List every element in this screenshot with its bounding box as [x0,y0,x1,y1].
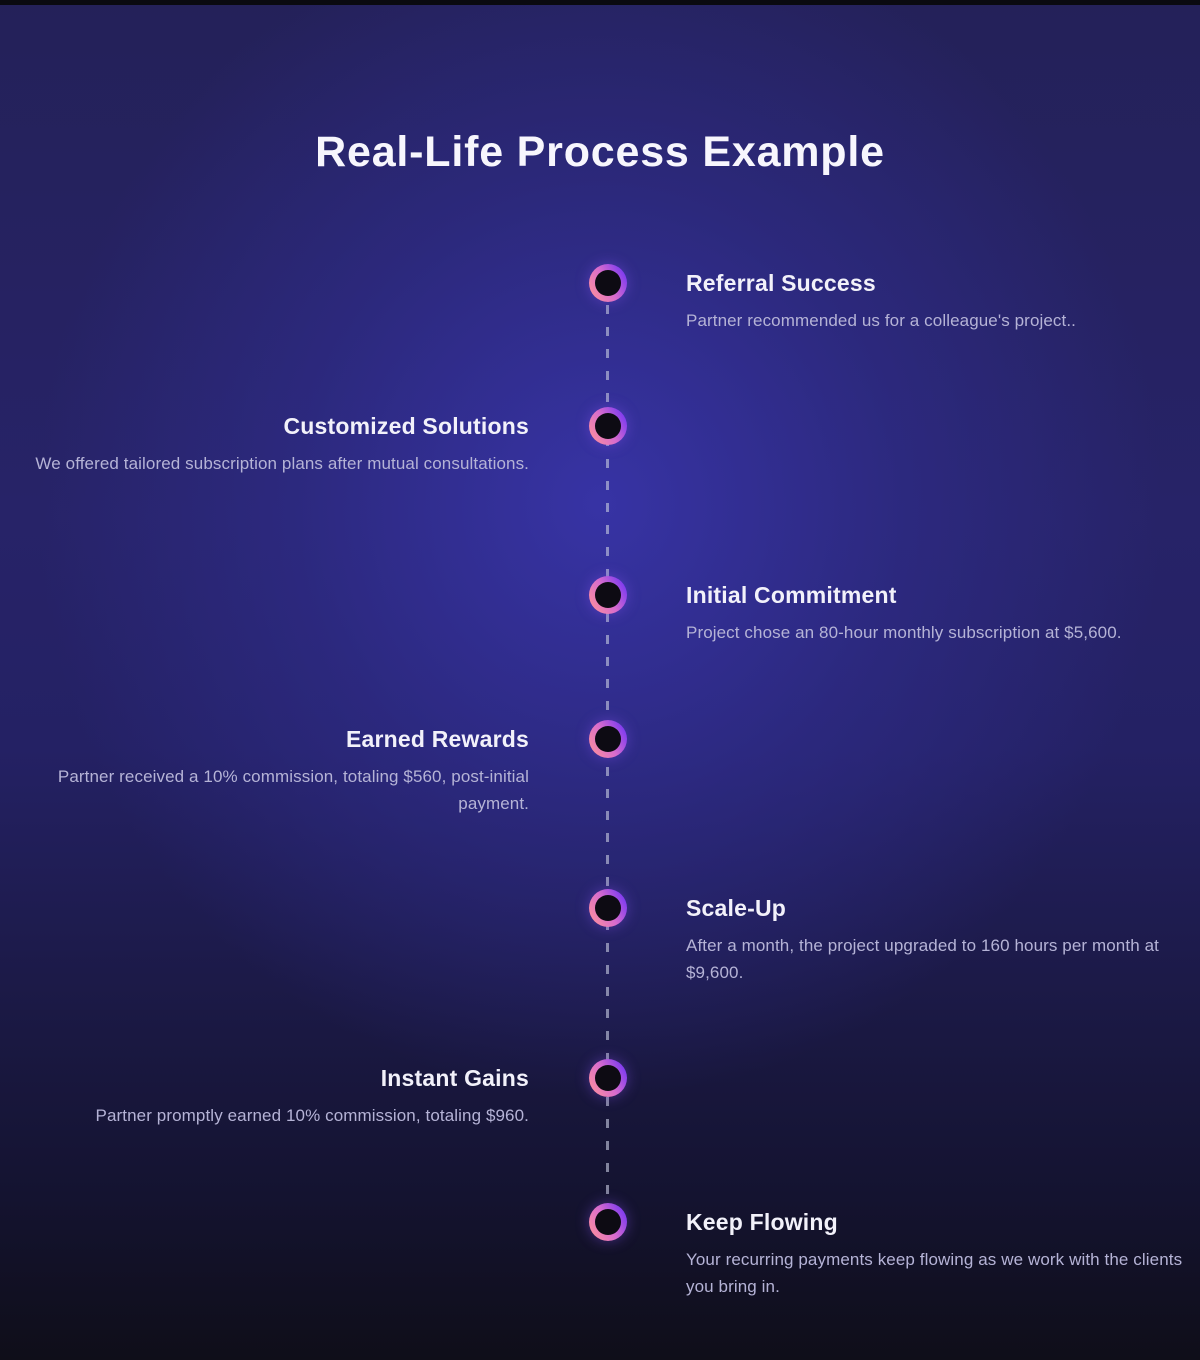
timeline-item-description: Partner received a 10% commission, total… [57,767,529,813]
timeline-node-core [595,413,621,439]
timeline-node-core [595,1065,621,1091]
timeline-node-core [595,582,621,608]
timeline-item-description: Partner recommended us for a colleague's… [686,311,1076,330]
timeline-item-scale-up: Scale-Up After a month, the project upgr… [686,893,1183,986]
timeline-item-title: Scale-Up [686,895,787,921]
timeline-item-title: Keep Flowing [686,1209,838,1235]
timeline-node-marker [589,1203,627,1241]
timeline-item-customized-solutions: Customized Solutions We offered tailored… [20,411,529,477]
timeline-item-description: We offered tailored subscription plans a… [35,454,529,473]
timeline-item-description: Partner promptly earned 10% commission, … [95,1106,529,1125]
timeline-item-title: Customized Solutions [283,413,529,439]
top-edge-divider [0,0,1200,5]
timeline-node-core [595,726,621,752]
timeline-item-keep-flowing: Keep Flowing Your recurring payments kee… [686,1207,1183,1300]
timeline-item-description: Project chose an 80-hour monthly subscri… [686,623,1122,642]
timeline-node-marker [589,1059,627,1097]
timeline-item-description: Your recurring payments keep flowing as … [686,1250,1183,1296]
timeline-item-instant-gains: Instant Gains Partner promptly earned 10… [20,1063,529,1129]
timeline-node-core [595,1209,621,1235]
timeline-node-marker [589,720,627,758]
timeline-node-marker [589,576,627,614]
timeline-node-marker [589,407,627,445]
timeline-item-title: Referral Success [686,270,876,296]
timeline-item-referral-success: Referral Success Partner recommended us … [686,268,1183,334]
timeline-node-marker [589,889,627,927]
timeline-item-title: Earned Rewards [345,726,529,752]
timeline-item-title: Initial Commitment [686,582,897,608]
timeline-item-description: After a month, the project upgraded to 1… [686,936,1159,982]
timeline-node-marker [589,264,627,302]
timeline-node-core [595,270,621,296]
timeline-item-initial-commitment: Initial Commitment Project chose an 80-h… [686,580,1183,646]
timeline-item-title: Instant Gains [380,1065,529,1091]
timeline-node-core [595,895,621,921]
timeline-item-earned-rewards: Earned Rewards Partner received a 10% co… [20,724,529,817]
section-title: Real-Life Process Example [315,128,885,176]
